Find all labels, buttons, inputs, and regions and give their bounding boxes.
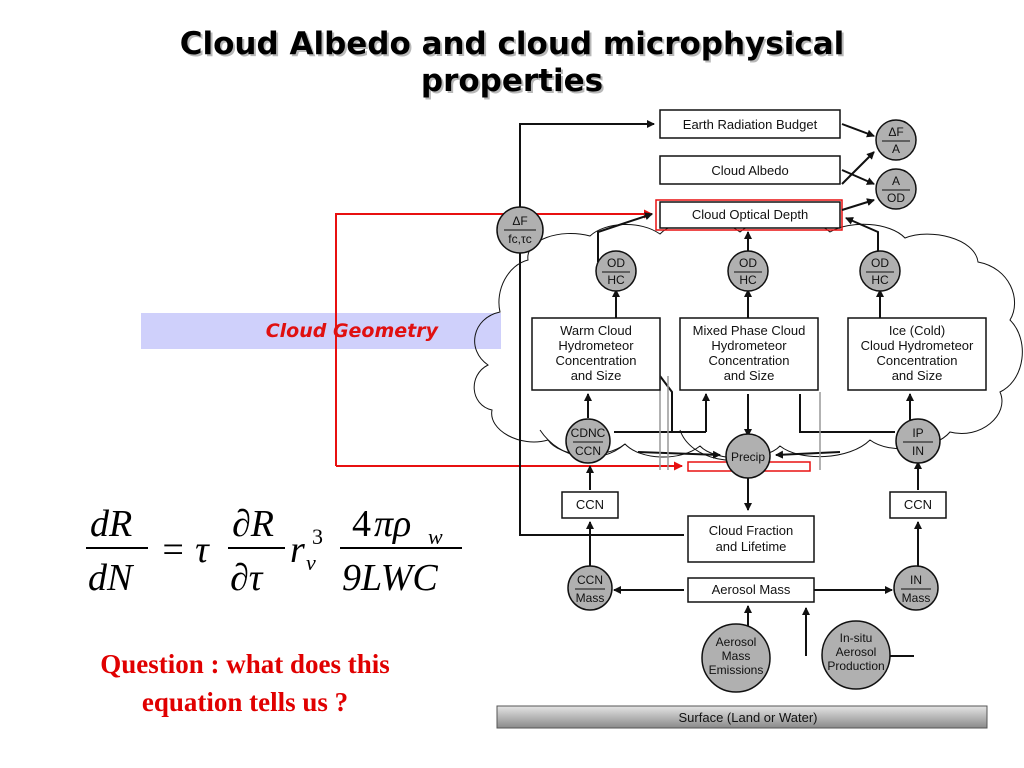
title-line-2: properties <box>420 63 604 99</box>
svg-text:Concentration: Concentration <box>877 353 958 368</box>
node-insitu-production: In-situ Aerosol Production <box>821 620 891 690</box>
eq-lhs-numerator: dR <box>90 503 132 545</box>
svg-text:HC: HC <box>739 273 757 287</box>
svg-text:A: A <box>892 174 900 188</box>
node-od-hc-ice: OD HC <box>859 250 901 292</box>
svg-text:Cloud Hydrometeor: Cloud Hydrometeor <box>861 338 974 353</box>
svg-text:Emissions: Emissions <box>709 663 764 677</box>
svg-text:Precip: Precip <box>731 450 765 464</box>
node-cdnc-ccn: CDNC CCN <box>565 418 611 464</box>
eq-rhs-denominator: 9LWC <box>342 557 438 599</box>
svg-text:CCN: CCN <box>575 444 601 458</box>
box-ccn-left: CCN <box>561 491 619 519</box>
question-line-2: equation tells us ? <box>141 687 349 717</box>
node-df-a: ΔF A <box>875 119 917 161</box>
node-a-od: A OD <box>875 168 917 210</box>
svg-text:Cloud Albedo: Cloud Albedo <box>711 163 788 178</box>
eq-rhs-num-pi: πρ <box>374 503 411 545</box>
svg-text:HC: HC <box>871 273 889 287</box>
svg-text:ΔF: ΔF <box>888 125 903 139</box>
svg-text:Surface (Land or Water): Surface (Land or Water) <box>679 710 818 725</box>
svg-text:CCN: CCN <box>576 497 604 512</box>
svg-text:In-situ: In-situ <box>840 631 873 645</box>
node-od-hc-warm: OD HC <box>595 250 637 292</box>
svg-text:and Lifetime: and Lifetime <box>716 539 787 554</box>
svg-text:Cloud Fraction: Cloud Fraction <box>709 523 794 538</box>
svg-text:Concentration: Concentration <box>556 353 637 368</box>
svg-text:Mixed Phase Cloud: Mixed Phase Cloud <box>693 323 806 338</box>
svg-text:Concentration: Concentration <box>709 353 790 368</box>
svg-text:ΔF: ΔF <box>512 214 527 228</box>
eq-r-subscript: v <box>306 550 316 575</box>
svg-text:OD: OD <box>871 256 889 270</box>
slide-title: Cloud Albedo and cloud microphysical pro… <box>112 26 912 100</box>
svg-text:A: A <box>892 142 900 156</box>
eq-r: r <box>290 529 305 571</box>
svg-text:Aerosol: Aerosol <box>716 635 757 649</box>
svg-text:Warm Cloud: Warm Cloud <box>560 323 632 338</box>
node-in-mass: IN Mass <box>893 565 939 611</box>
node-ip-in: IP IN <box>895 418 941 464</box>
box-ice-cloud: Ice (Cold) Cloud Hydrometeor Concentrati… <box>847 317 987 391</box>
box-surface: Surface (Land or Water) <box>496 705 988 729</box>
svg-text:Ice (Cold): Ice (Cold) <box>889 323 945 338</box>
svg-text:IN: IN <box>910 573 922 587</box>
eq-mid-denominator: ∂τ <box>230 557 264 599</box>
diagram-arrows <box>519 120 922 657</box>
svg-text:Hydrometeor: Hydrometeor <box>711 338 787 353</box>
box-earth-radiation-budget: Earth Radiation Budget <box>659 109 841 139</box>
svg-text:OD: OD <box>739 256 757 270</box>
svg-text:CCN: CCN <box>577 573 603 587</box>
svg-text:Mass: Mass <box>576 591 605 605</box>
svg-text:HC: HC <box>607 273 625 287</box>
svg-text:Earth Radiation Budget: Earth Radiation Budget <box>683 117 818 132</box>
svg-text:IP: IP <box>912 426 923 440</box>
eq-equals-tau: = τ <box>160 529 210 571</box>
eq-rhs-num-four: 4 <box>352 503 371 545</box>
svg-text:Cloud Optical Depth: Cloud Optical Depth <box>692 207 808 222</box>
node-df-fc: ΔF fc,τc <box>496 206 544 254</box>
svg-text:IN: IN <box>912 444 924 458</box>
cloud-geometry-label: Cloud Geometry <box>265 320 438 342</box>
svg-text:Mass: Mass <box>722 649 751 663</box>
eq-rhs-num-subscript: w <box>428 524 443 549</box>
title-line-1: Cloud Albedo and cloud microphysical <box>179 26 845 62</box>
question-text: Question : what does this equation tells… <box>40 645 450 721</box>
question-line-1: Question : what does this <box>100 649 390 679</box>
box-cloud-albedo: Cloud Albedo <box>659 155 841 185</box>
node-precip: Precip <box>725 433 771 479</box>
svg-text:OD: OD <box>887 191 905 205</box>
svg-text:and Size: and Size <box>892 368 943 383</box>
eq-mid-numerator: ∂R <box>232 503 274 545</box>
eq-r-superscript: 3 <box>312 524 323 549</box>
svg-text:Aerosol: Aerosol <box>836 645 877 659</box>
svg-text:and Size: and Size <box>571 368 622 383</box>
box-cloud-optical-depth: Cloud Optical Depth <box>659 201 841 229</box>
svg-text:Production: Production <box>827 659 884 673</box>
box-warm-cloud: Warm Cloud Hydrometeor Concentration and… <box>531 317 661 391</box>
cloud-geometry-band <box>141 313 501 349</box>
svg-text:fc,τc: fc,τc <box>508 232 531 246</box>
svg-text:OD: OD <box>607 256 625 270</box>
box-aerosol-mass: Aerosol Mass <box>687 577 815 603</box>
albedo-susceptibility-equation: dR dN = τ ∂R ∂τ r v 3 4 πρ w 9LWC <box>86 503 462 599</box>
svg-text:Aerosol Mass: Aerosol Mass <box>712 582 791 597</box>
box-cloud-fraction: Cloud Fraction and Lifetime <box>687 515 815 563</box>
svg-text:CDNC: CDNC <box>571 426 606 440</box>
svg-text:Mass: Mass <box>902 591 931 605</box>
eq-lhs-denominator: dN <box>88 557 135 599</box>
box-mixed-phase-cloud: Mixed Phase Cloud Hydrometeor Concentrat… <box>679 317 819 391</box>
svg-text:Hydrometeor: Hydrometeor <box>558 338 634 353</box>
node-ccn-mass: CCN Mass <box>567 565 613 611</box>
svg-text:and Size: and Size <box>724 368 775 383</box>
svg-text:CCN: CCN <box>904 497 932 512</box>
box-ccn-right: CCN <box>889 491 947 519</box>
node-od-hc-mixed: OD HC <box>727 250 769 292</box>
node-aerosol-emissions: Aerosol Mass Emissions <box>701 623 771 693</box>
